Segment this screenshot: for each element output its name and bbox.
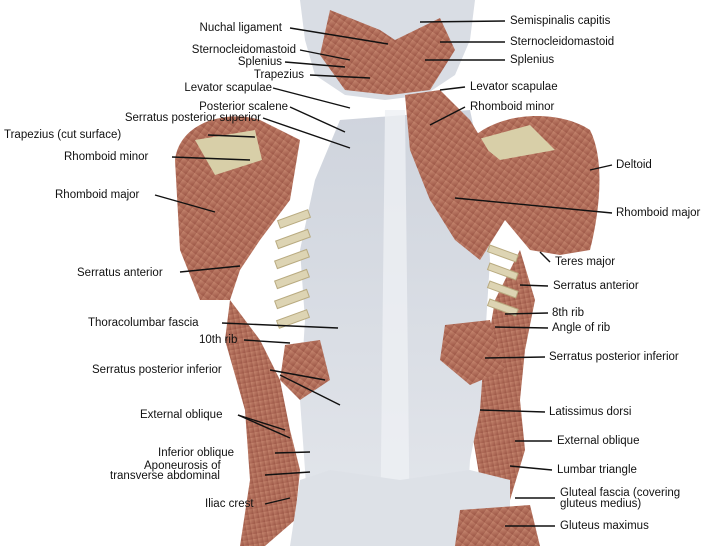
right-flank-muscles xyxy=(470,250,535,546)
label-splenius-left: Splenius xyxy=(237,56,282,68)
label-sternocleidomastoid-left: Sternocleidomastoid xyxy=(191,44,296,56)
label-splenius-right: Splenius xyxy=(510,54,555,66)
label-trapezius-cut-surface: Trapezius (cut surface) xyxy=(4,129,122,141)
right-deltoid-cut xyxy=(475,125,555,160)
right-rhomboid xyxy=(405,90,505,260)
label-rhomboid-minor-right: Rhomboid minor xyxy=(470,101,555,113)
label-gluteal-fascia-line2: gluteus medius) xyxy=(560,498,642,510)
label-tenth-rib: 10th rib xyxy=(199,334,238,346)
right-ribs xyxy=(486,244,519,317)
left-trapezius-cut xyxy=(195,130,262,175)
label-levator-scapulae-left: Levator scapulae xyxy=(184,82,272,94)
label-latissimus-dorsi: Latissimus dorsi xyxy=(549,406,632,418)
left-serratus-posterior-inferior xyxy=(280,340,330,400)
label-eighth-rib: 8th rib xyxy=(552,307,584,319)
label-rhomboid-major-left: Rhomboid major xyxy=(55,189,140,201)
label-rhomboid-minor-left: Rhomboid minor xyxy=(64,151,149,163)
label-deltoid: Deltoid xyxy=(616,159,652,171)
label-posterior-scalene: Posterior scalene xyxy=(199,101,288,113)
label-inferior-oblique: Inferior oblique xyxy=(158,447,235,459)
neck-muscles xyxy=(320,10,455,95)
label-sternocleidomastoid-right: Sternocleidomastoid xyxy=(510,36,615,48)
label-gluteal-fascia-line1: Gluteal fascia (covering xyxy=(560,487,681,499)
label-gluteus-maximus: Gluteus maximus xyxy=(560,520,649,532)
label-angle-of-rib: Angle of rib xyxy=(552,322,611,334)
label-aponeurosis-line1: Aponeurosis of xyxy=(144,460,221,472)
label-external-oblique-left: External oblique xyxy=(140,409,223,421)
label-serratus-posterior-inferior-right: Serratus posterior inferior xyxy=(549,351,679,363)
right-serratus-posterior-inferior xyxy=(440,320,505,385)
label-trapezius: Trapezius xyxy=(253,69,304,81)
left-ribs xyxy=(274,209,312,329)
label-serratus-posterior-superior: Serratus posterior superior xyxy=(124,112,261,124)
label-serratus-anterior-left: Serratus anterior xyxy=(77,267,163,279)
left-shoulder-muscles xyxy=(175,116,300,300)
label-teres-major: Teres major xyxy=(555,256,616,268)
label-semispinalis-capitis: Semispinalis capitis xyxy=(510,15,611,27)
label-rhomboid-major-right: Rhomboid major xyxy=(616,207,701,219)
label-iliac-crest: Iliac crest xyxy=(205,498,254,510)
spine-ridge xyxy=(380,110,410,546)
label-aponeurosis-line2: transverse abdominal xyxy=(110,470,220,482)
leader-lines xyxy=(154,20,613,527)
label-serratus-posterior-inferior-left: Serratus posterior inferior xyxy=(92,364,222,376)
label-serratus-anterior-right: Serratus anterior xyxy=(553,280,639,292)
label-external-oblique-right: External oblique xyxy=(557,435,640,447)
label-nuchal-ligament: Nuchal ligament xyxy=(199,22,282,34)
gluteus-maximus-region xyxy=(455,505,540,546)
label-levator-scapulae-right: Levator scapulae xyxy=(470,81,558,93)
label-thoracolumbar-fascia: Thoracolumbar fascia xyxy=(88,317,199,329)
gluteal-fascia-region xyxy=(290,470,510,546)
label-lumbar-triangle: Lumbar triangle xyxy=(557,464,637,476)
